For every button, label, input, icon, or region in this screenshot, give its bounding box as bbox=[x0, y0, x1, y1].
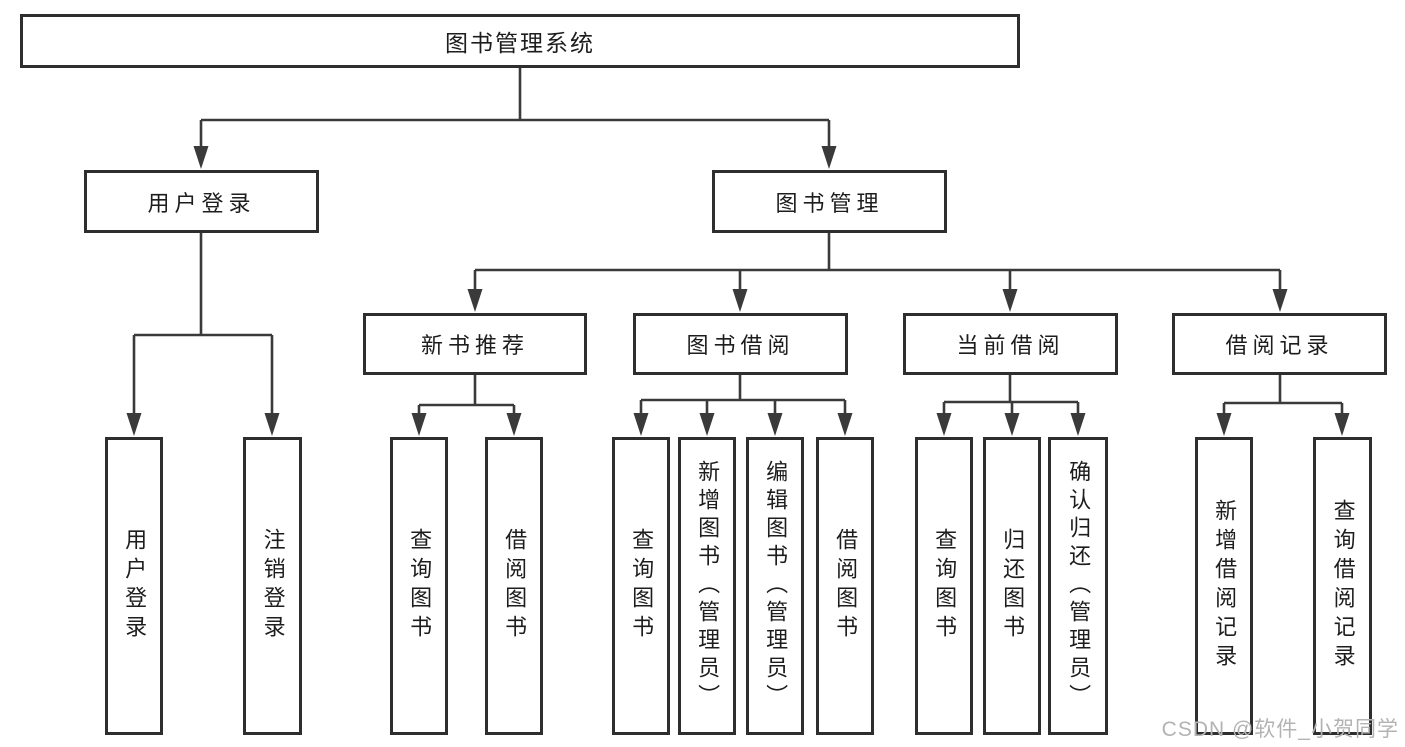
node-label: 借阅记录 bbox=[1225, 333, 1334, 358]
node-label: 用户登录 bbox=[122, 528, 148, 644]
node-label: 图书管理 bbox=[775, 190, 884, 216]
leaf-logout: 注销登录 bbox=[243, 437, 302, 735]
leaf-borrow-books-2: 借阅图书 bbox=[816, 437, 874, 735]
node-label: 用户登录 bbox=[147, 190, 256, 216]
leaf-edit-books-admin: 编辑图书（管理员） bbox=[746, 437, 804, 735]
node-label: 图书管理系统 bbox=[445, 30, 595, 56]
node-book-management: 图书管理 bbox=[712, 170, 947, 233]
leaf-search-books-3: 查询图书 bbox=[915, 437, 973, 735]
node-user-login: 用户登录 bbox=[84, 170, 319, 233]
node-label: 图书借阅 bbox=[686, 333, 795, 358]
node-label: 归还图书 bbox=[1000, 528, 1026, 644]
node-label: 查询图书 bbox=[932, 528, 958, 644]
node-label: 新增图书（管理员） bbox=[695, 460, 721, 712]
csdn-watermark: CSDN @软件_小贺同学 bbox=[1161, 718, 1399, 741]
leaf-search-books-1: 查询图书 bbox=[390, 437, 448, 735]
node-label: 借阅图书 bbox=[502, 528, 528, 644]
leaf-borrow-books-1: 借阅图书 bbox=[485, 437, 543, 735]
leaf-add-books-admin: 新增图书（管理员） bbox=[678, 437, 736, 735]
node-label: 查询借阅记录 bbox=[1330, 499, 1356, 673]
leaf-confirm-return-admin: 确认归还（管理员） bbox=[1048, 437, 1108, 735]
leaf-search-books-2: 查询图书 bbox=[612, 437, 670, 735]
node-label: 新增借阅记录 bbox=[1212, 499, 1238, 673]
node-label: 新书推荐 bbox=[420, 333, 529, 358]
node-label: 查询图书 bbox=[629, 528, 655, 644]
leaf-search-borrow-record: 查询借阅记录 bbox=[1313, 437, 1372, 735]
node-new-book-recommendation: 新书推荐 bbox=[363, 313, 587, 375]
node-label: 编辑图书（管理员） bbox=[763, 460, 789, 712]
node-library-management-system: 图书管理系统 bbox=[20, 14, 1020, 68]
node-current-borrowing: 当前借阅 bbox=[903, 313, 1118, 375]
node-label: 借阅图书 bbox=[833, 528, 859, 644]
node-label: 当前借阅 bbox=[956, 333, 1065, 358]
node-label: 确认归还（管理员） bbox=[1066, 460, 1092, 712]
node-label: 查询图书 bbox=[407, 528, 433, 644]
leaf-add-borrow-record: 新增借阅记录 bbox=[1195, 437, 1253, 735]
node-book-borrowing: 图书借阅 bbox=[633, 313, 848, 375]
leaf-return-books: 归还图书 bbox=[983, 437, 1041, 735]
node-label: 注销登录 bbox=[260, 528, 286, 644]
node-borrowing-records: 借阅记录 bbox=[1172, 313, 1387, 375]
leaf-user-login: 用户登录 bbox=[105, 437, 163, 735]
